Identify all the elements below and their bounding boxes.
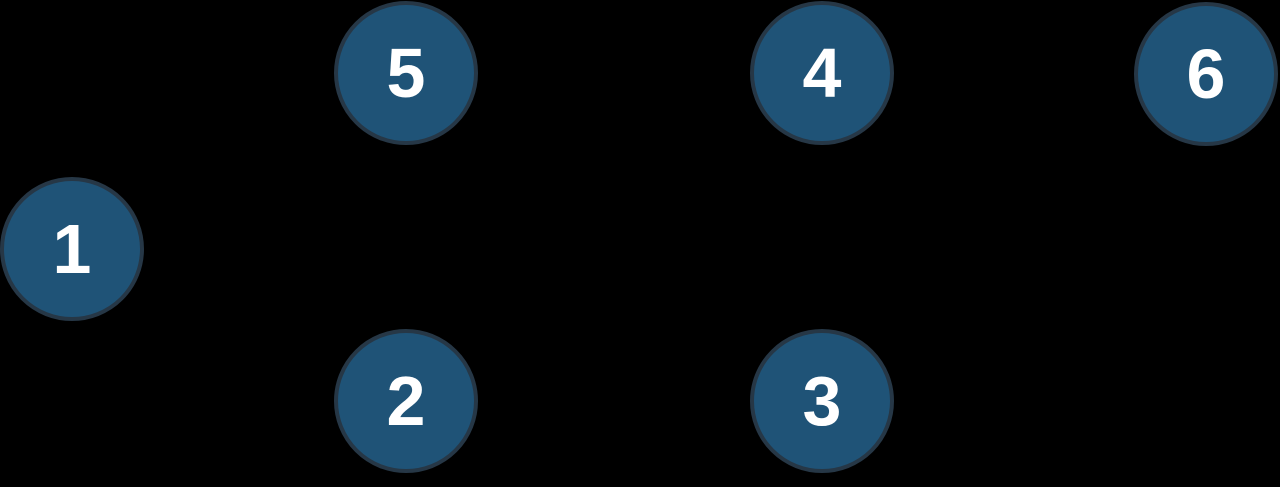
node-5-label: 5 <box>386 34 426 112</box>
node-1: 1 <box>0 177 144 321</box>
node-6-label: 6 <box>1186 35 1226 113</box>
node-6: 6 <box>1134 2 1278 146</box>
node-4-label: 4 <box>802 34 842 112</box>
node-2: 2 <box>334 329 478 473</box>
node-2-label: 2 <box>386 362 426 440</box>
node-1-label: 1 <box>52 210 92 288</box>
node-5: 5 <box>334 1 478 145</box>
node-3-label: 3 <box>802 362 842 440</box>
node-4: 4 <box>750 1 894 145</box>
node-3: 3 <box>750 329 894 473</box>
